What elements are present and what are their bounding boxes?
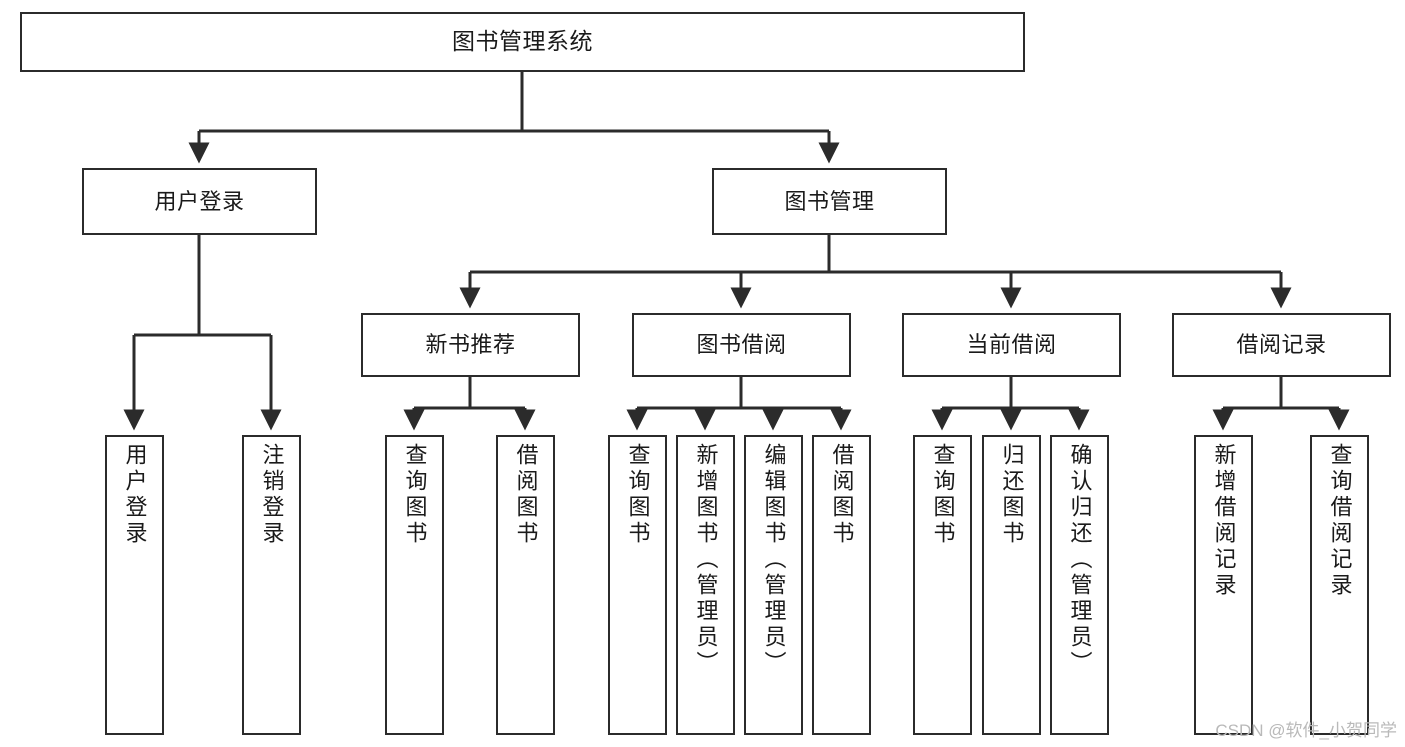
node-label: 图书借阅 (696, 332, 787, 358)
node-book-borrowing[interactable]: 图书借阅 (632, 313, 851, 377)
node-book-management[interactable]: 图书管理 (712, 168, 947, 235)
node-label: 归还图书 (999, 443, 1025, 547)
node-leaf-add-book-admin[interactable]: 新增图书（管理员） (676, 435, 735, 735)
node-label: 编辑图书（管理员） (761, 443, 787, 677)
node-leaf-query-book-new[interactable]: 查询图书 (385, 435, 444, 735)
node-leaf-edit-book-admin[interactable]: 编辑图书（管理员） (744, 435, 803, 735)
node-user-login[interactable]: 用户登录 (82, 168, 317, 235)
node-label: 新书推荐 (425, 332, 516, 358)
node-current-borrowing[interactable]: 当前借阅 (902, 313, 1121, 377)
node-label: 当前借阅 (966, 332, 1057, 358)
node-label: 借阅记录 (1236, 332, 1327, 358)
node-label: 查询借阅记录 (1327, 443, 1353, 599)
node-root-book-management-system[interactable]: 图书管理系统 (20, 12, 1025, 72)
node-new-book-recommendation[interactable]: 新书推荐 (361, 313, 580, 377)
node-label: 图书管理系统 (452, 28, 593, 55)
node-label: 确认归还（管理员） (1067, 443, 1093, 677)
node-label: 查询图书 (625, 443, 651, 547)
node-label: 查询图书 (930, 443, 956, 547)
node-label: 图书管理 (784, 188, 875, 214)
node-label: 注销登录 (259, 443, 285, 547)
node-label: 新增借阅记录 (1211, 443, 1237, 599)
node-leaf-query-book-current[interactable]: 查询图书 (913, 435, 972, 735)
node-leaf-logout[interactable]: 注销登录 (242, 435, 301, 735)
node-leaf-borrow-book[interactable]: 借阅图书 (812, 435, 871, 735)
node-leaf-borrow-book-new[interactable]: 借阅图书 (496, 435, 555, 735)
node-label: 新增图书（管理员） (693, 443, 719, 677)
node-leaf-query-borrow-record[interactable]: 查询借阅记录 (1310, 435, 1369, 735)
node-leaf-query-book-borrow[interactable]: 查询图书 (608, 435, 667, 735)
watermark: CSDN @软件_小贺同学 (1215, 721, 1397, 740)
node-label: 用户登录 (154, 188, 245, 214)
node-borrowing-records[interactable]: 借阅记录 (1172, 313, 1391, 377)
node-label: 查询图书 (402, 443, 428, 547)
node-leaf-user-login[interactable]: 用户登录 (105, 435, 164, 735)
node-leaf-confirm-return-admin[interactable]: 确认归还（管理员） (1050, 435, 1109, 735)
node-leaf-return-book[interactable]: 归还图书 (982, 435, 1041, 735)
node-leaf-add-borrow-record[interactable]: 新增借阅记录 (1194, 435, 1253, 735)
node-label: 借阅图书 (513, 443, 539, 547)
node-label: 用户登录 (122, 443, 148, 547)
node-label: 借阅图书 (829, 443, 855, 547)
